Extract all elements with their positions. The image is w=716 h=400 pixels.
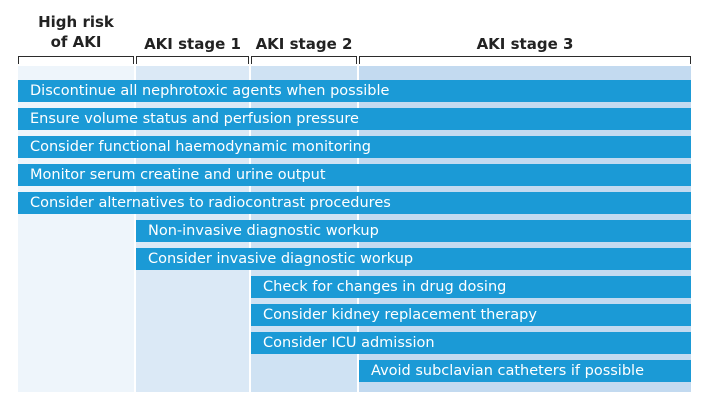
action-bar-volume-status: Ensure volume status and perfusion press… <box>18 108 691 130</box>
action-bar-haemodynamic-monitoring: Consider functional haemodynamic monitor… <box>18 136 691 158</box>
action-bar-noninvasive-workup: Non-invasive diagnostic workup <box>136 220 691 242</box>
action-bar-monitor-creatine: Monitor serum creatine and urine output <box>18 164 691 186</box>
header-high-risk-line2: of AKI <box>50 33 102 51</box>
bracket-high-risk <box>18 56 134 64</box>
header-stage2-label: AKI stage 2 <box>255 35 353 53</box>
header-stage1-label: AKI stage 1 <box>144 35 241 53</box>
header-high-risk: High risk of AKI <box>18 12 134 52</box>
header-stage3-label: AKI stage 3 <box>476 35 574 53</box>
header-high-risk-line1: High risk <box>38 13 114 31</box>
header-stage3: AKI stage 3 <box>359 34 691 54</box>
action-bar-invasive-workup: Consider invasive diagnostic workup <box>136 248 691 270</box>
action-bar-icu-admission: Consider ICU admission <box>251 332 691 354</box>
header-stage2: AKI stage 2 <box>251 34 357 54</box>
action-bar-subclavian-catheters: Avoid subclavian catheters if possible <box>359 360 691 382</box>
bracket-stage2 <box>251 56 357 64</box>
bracket-stage3 <box>359 56 691 64</box>
action-bar-radiocontrast-alternatives: Consider alternatives to radiocontrast p… <box>18 192 691 214</box>
action-bar-discontinue-nephrotoxic: Discontinue all nephrotoxic agents when … <box>18 80 691 102</box>
header-stage1: AKI stage 1 <box>136 34 249 54</box>
action-bar-kidney-replacement: Consider kidney replacement therapy <box>251 304 691 326</box>
bracket-stage1 <box>136 56 249 64</box>
action-bar-drug-dosing: Check for changes in drug dosing <box>251 276 691 298</box>
